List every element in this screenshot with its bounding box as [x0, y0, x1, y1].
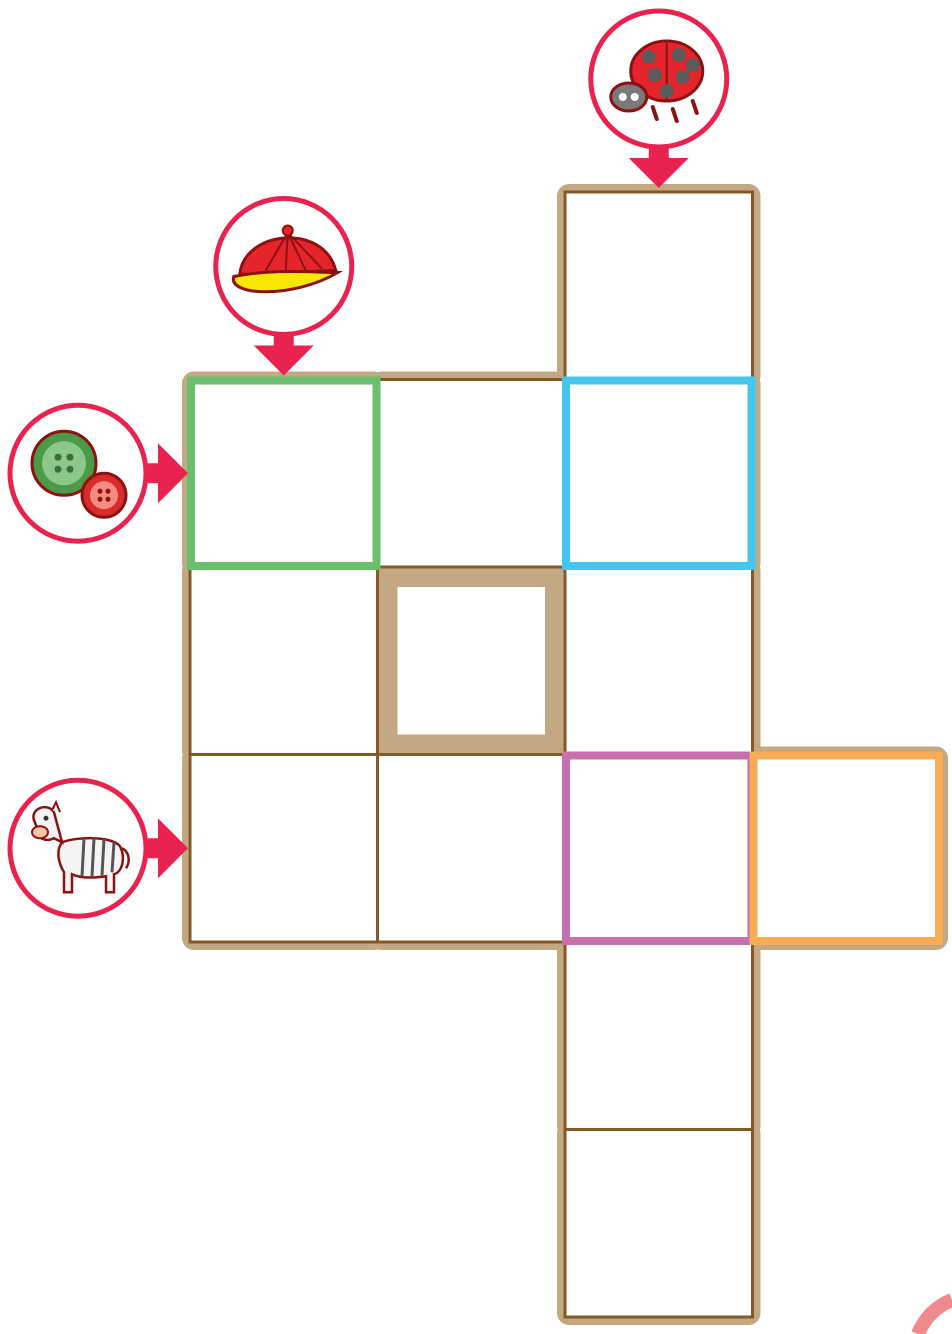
ladybug-clue[interactable] — [591, 11, 727, 188]
buttons-clue[interactable] — [10, 405, 188, 541]
puzzle-cell-r1c1[interactable] — [378, 380, 566, 568]
puzzle-cell-r3c3[interactable] — [753, 755, 941, 943]
puzzle-cell-r3c1[interactable] — [378, 755, 566, 943]
puzzle-cell-r3c0[interactable] — [190, 755, 378, 943]
puzzle-cell-r2c2[interactable] — [565, 567, 753, 755]
puzzle-cell-r5c2[interactable] — [565, 1130, 753, 1318]
zebra-clue[interactable] — [10, 780, 188, 916]
puzzle-cell-r1c0[interactable] — [190, 380, 378, 568]
corner-decoration — [918, 1300, 952, 1334]
puzzle-cell-r0c2[interactable] — [565, 192, 753, 380]
puzzle-cell-r3c2[interactable] — [565, 755, 753, 943]
puzzle-cell-r1c2[interactable] — [565, 380, 753, 568]
puzzle-cell-r2c0[interactable] — [190, 567, 378, 755]
puzzle-cell-r4c2[interactable] — [565, 942, 753, 1130]
blocked-cell-inner — [398, 587, 546, 735]
cap-clue[interactable] — [216, 199, 352, 376]
clue-arrow-down — [254, 336, 314, 376]
clue-arrow-down — [629, 148, 689, 188]
